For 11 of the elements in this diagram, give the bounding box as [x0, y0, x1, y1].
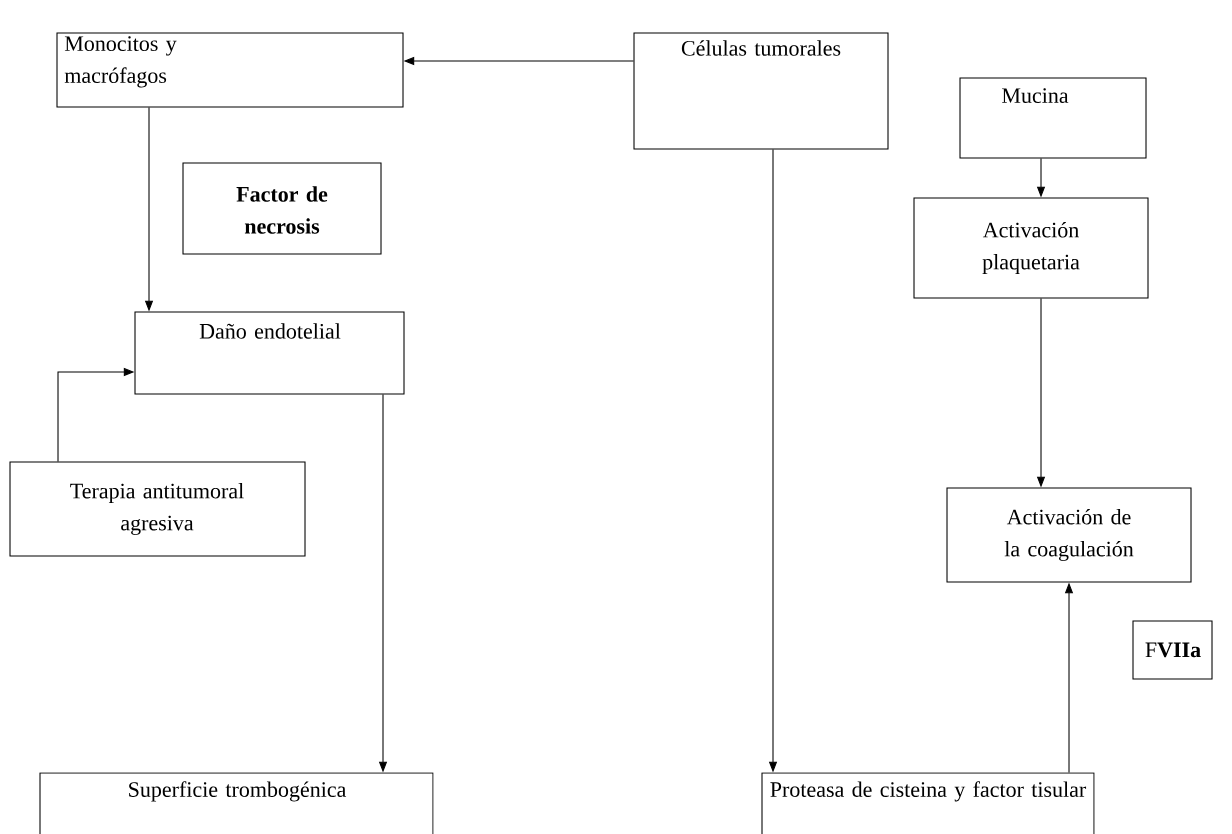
process-box: Factor de necrosis	[182, 162, 382, 255]
process-box: Superficie trombogénica	[39, 772, 434, 834]
process-box: Células tumorales	[633, 32, 889, 150]
process-box: Monocitos y macrófagos	[56, 32, 404, 108]
process-box: Daño endotelial	[134, 311, 405, 395]
process-box: FVIIa	[1132, 620, 1213, 680]
process-box: Mucina	[959, 77, 1147, 159]
process-box: Activación plaquetaria	[913, 197, 1149, 299]
process-box: Activación de la coagulación	[946, 487, 1192, 583]
process-box: Terapia antitumoral agresiva	[9, 461, 306, 557]
process-box: Proteasa de cisteina y factor tisular	[761, 772, 1095, 834]
